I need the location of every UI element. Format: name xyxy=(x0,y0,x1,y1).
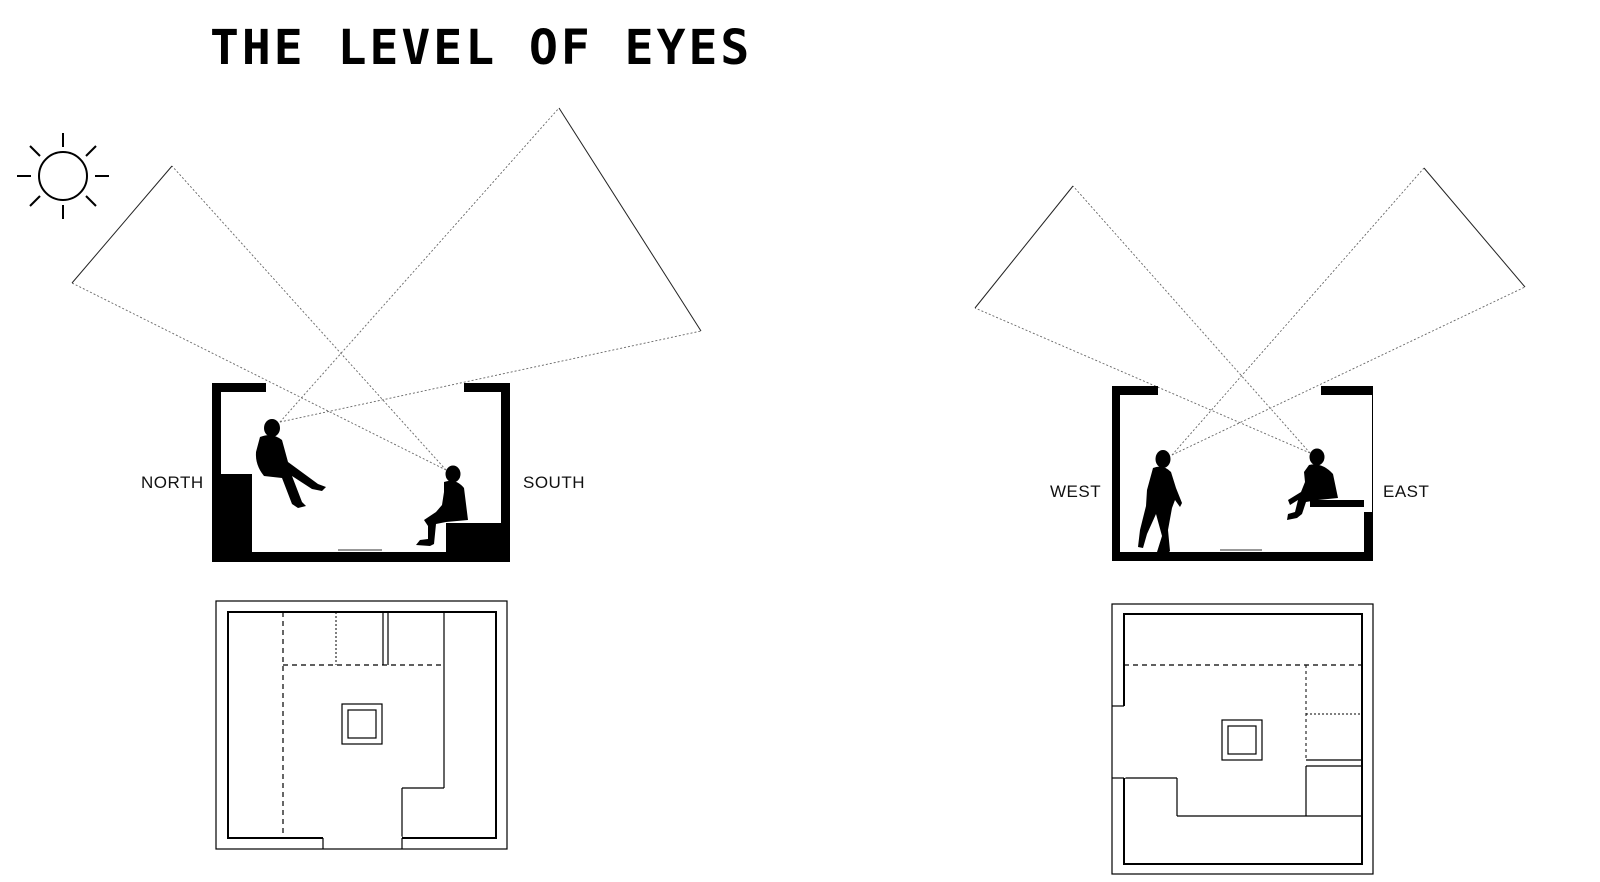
floor-plan-west-east xyxy=(1111,603,1374,875)
sightline-cone-standing xyxy=(1171,167,1526,456)
page-title: THE LEVEL OF EYES xyxy=(210,20,752,76)
label-east: EAST xyxy=(1383,482,1429,501)
section-walls xyxy=(1112,386,1373,561)
person-walking-silhouette xyxy=(1138,450,1182,554)
sightline-cone-seated-low xyxy=(71,165,447,471)
label-north: NORTH xyxy=(141,473,204,492)
label-south: SOUTH xyxy=(523,473,585,492)
section-walls xyxy=(212,383,510,562)
section-north-south: NORTH SOUTH xyxy=(71,107,702,562)
label-west: WEST xyxy=(1050,482,1101,501)
person-seated-ledge-silhouette xyxy=(255,419,326,508)
floor-plan-north-south xyxy=(215,600,508,850)
sightline-cone-seated-east xyxy=(974,185,1311,454)
sightline-cone-seated-high xyxy=(279,107,702,423)
sun-icon xyxy=(17,133,109,219)
person-seated-east-silhouette xyxy=(1287,448,1338,520)
person-seated-bench-silhouette xyxy=(416,465,468,546)
section-west-east: WEST EAST xyxy=(974,167,1526,561)
